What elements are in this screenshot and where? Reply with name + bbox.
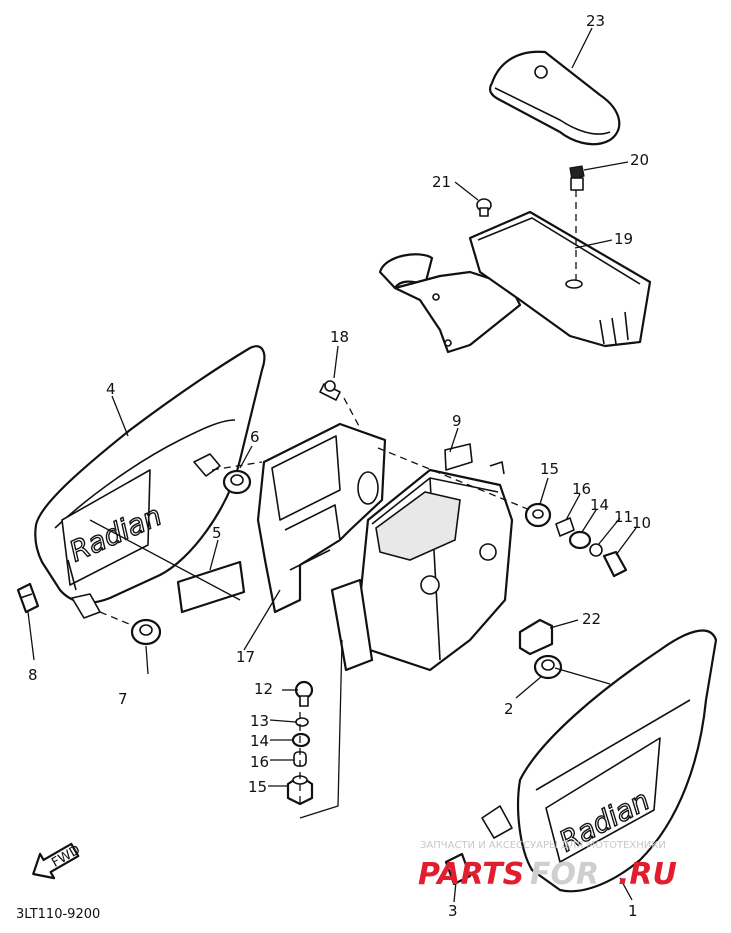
- part-4-left-side-cover[interactable]: Radian: [34, 345, 266, 619]
- watermark: ЗАПЧАСТИ И АКСЕССУАРЫ ДЛЯ МОТОТЕХНИКИ PA…: [418, 840, 677, 892]
- callout-15-left: 15: [248, 778, 267, 796]
- callout-16-left: 16: [250, 753, 269, 771]
- part-19-tray[interactable]: [378, 210, 652, 354]
- callout-5: 5: [212, 524, 222, 542]
- callout-8: 8: [28, 666, 38, 684]
- part-9-battery-box[interactable]: [330, 443, 514, 672]
- callout-22: 22: [582, 610, 601, 628]
- part-20-bolt[interactable]: [569, 165, 585, 191]
- part-7-grommet[interactable]: [130, 618, 162, 646]
- watermark-brand-parts: PARTS: [418, 857, 524, 892]
- part-10-bolt[interactable]: [602, 550, 628, 578]
- callout-12: 12: [254, 680, 273, 698]
- part-14-washer-left[interactable]: [291, 732, 311, 748]
- part-2-grommet[interactable]: [533, 654, 563, 680]
- part-13-spring-washer[interactable]: [295, 717, 309, 727]
- callout-18: 18: [330, 328, 349, 346]
- callout-23: 23: [586, 12, 605, 30]
- callout-11: 11: [614, 508, 633, 526]
- callout-7: 7: [118, 690, 128, 708]
- callout-9: 9: [452, 412, 462, 430]
- leader-lines: [27, 27, 637, 903]
- watermark-brand-for: FOR: [530, 857, 599, 892]
- callout-3: 3: [448, 902, 458, 920]
- part-12-bolt[interactable]: [294, 680, 314, 707]
- callout-2: 2: [504, 700, 514, 718]
- part-11-spring-washer[interactable]: [589, 543, 603, 557]
- part-15-rubber-bush-right[interactable]: [524, 502, 552, 528]
- callout-10: 10: [632, 514, 651, 532]
- callout-17: 17: [236, 648, 255, 666]
- part-22-block[interactable]: [518, 618, 554, 656]
- callout-19: 19: [614, 230, 633, 248]
- callout-4: 4: [106, 380, 116, 398]
- part-17-battery-holder[interactable]: [256, 422, 387, 614]
- callout-16-right: 16: [572, 480, 591, 498]
- part-6-grommet[interactable]: [222, 469, 252, 495]
- callout-1: 1: [628, 902, 638, 920]
- part-16-collar-right[interactable]: [555, 517, 575, 537]
- watermark-brand-suffix: .RU: [618, 857, 677, 892]
- part-18-bolt[interactable]: [319, 380, 341, 401]
- callout-6: 6: [250, 428, 260, 446]
- callout-13: 13: [250, 712, 269, 730]
- part-1-right-side-cover[interactable]: Radian: [481, 629, 718, 893]
- part-23-pad[interactable]: [489, 50, 621, 146]
- diagram-code: 3LT110-9200: [16, 907, 100, 922]
- part-8-clip[interactable]: [16, 582, 40, 614]
- callout-14-left: 14: [250, 732, 269, 750]
- dashed-guide-lines: [99, 190, 577, 806]
- fwd-arrow-icon: FWD: [32, 843, 83, 880]
- callout-20: 20: [630, 151, 649, 169]
- part-3-clip[interactable]: [444, 852, 472, 886]
- part-14-washer-right[interactable]: [568, 530, 592, 550]
- callout-labels: 23 20 21 19 18 4 6 5 9 15 16 14 11 10 22…: [28, 12, 651, 920]
- callout-15-right: 15: [540, 460, 559, 478]
- part-5-label-plate[interactable]: [176, 560, 246, 614]
- part-21-grommet[interactable]: [476, 198, 492, 217]
- callout-21: 21: [432, 173, 451, 191]
- callout-14-right: 14: [590, 496, 609, 514]
- watermark-tagline: ЗАПЧАСТИ И АКСЕССУАРЫ ДЛЯ МОТОТЕХНИКИ: [420, 840, 666, 851]
